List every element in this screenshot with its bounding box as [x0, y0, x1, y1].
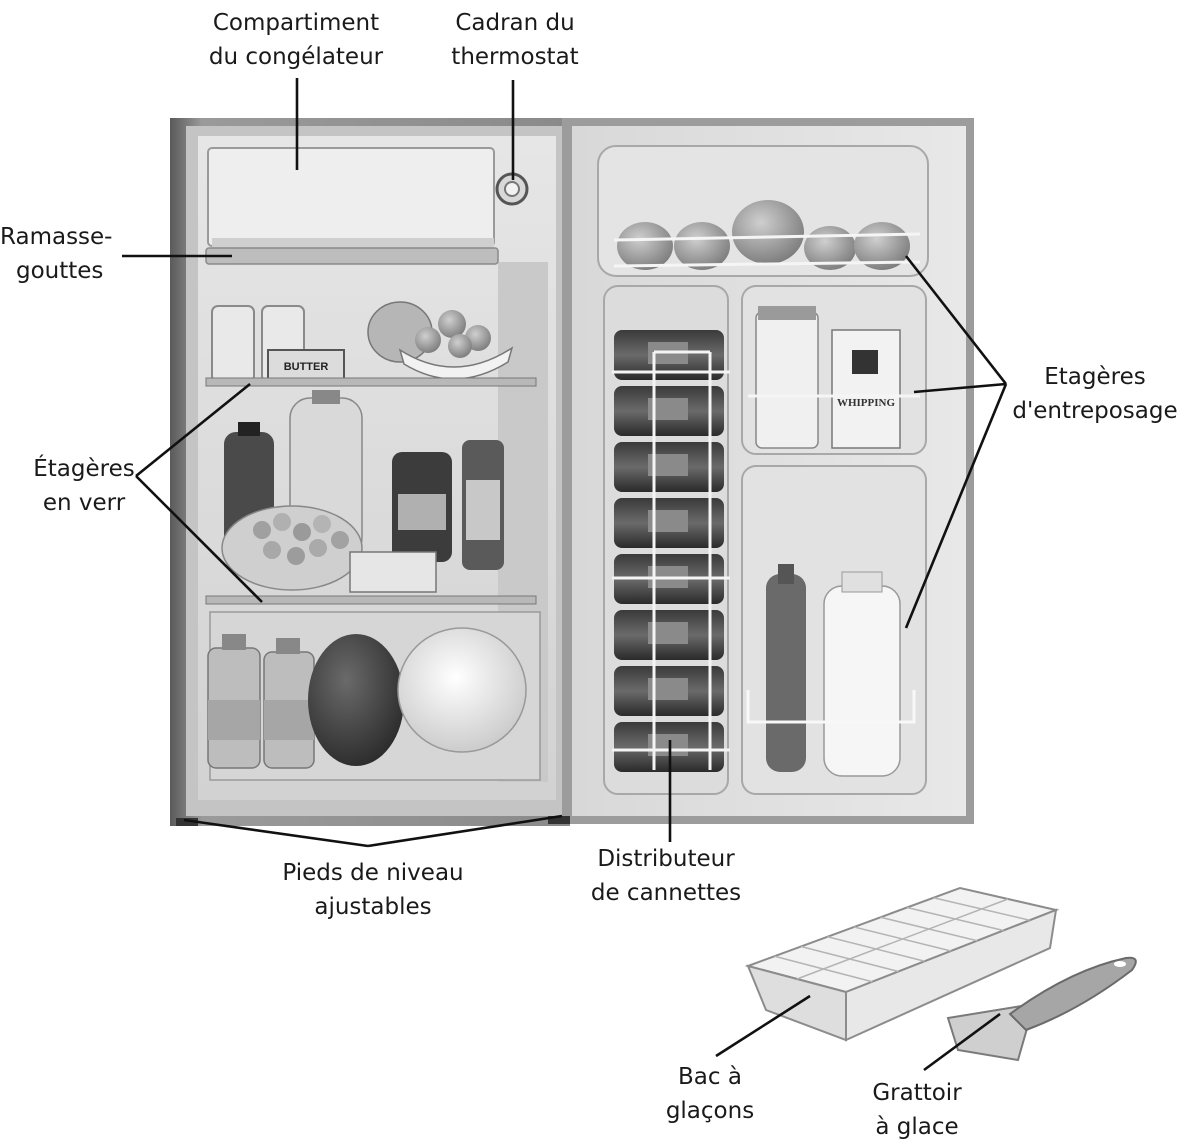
door-top-fruits: [613, 200, 921, 270]
label-can-dispenser: Distributeur de cannettes: [576, 842, 756, 910]
leader-storage-mid: [913, 382, 1007, 394]
label-freezer-line2: du congélateur: [208, 44, 384, 70]
label-storage-shelves-line1: Etagères: [1044, 364, 1146, 390]
soda-can-label: [648, 454, 688, 476]
label-storage-shelves-line2: d'entreposage: [1012, 398, 1178, 424]
label-freezer-line1: Compartiment: [212, 10, 380, 36]
label-ice-scraper-line2: à glace: [875, 1114, 959, 1140]
label-ice-tray-line2: glaçons: [665, 1098, 755, 1124]
soda-can-label: [648, 622, 688, 644]
door-storage-items: WHIPPING: [746, 306, 920, 777]
label-thermostat-line1: Cadran du: [455, 10, 575, 36]
label-drip-tray: Ramasse- gouttes: [0, 220, 126, 288]
cream-carton-label: WHIPPING: [837, 397, 896, 409]
leader-lines: [122, 78, 1008, 1072]
leader-foot-right: [367, 814, 563, 848]
leader-storage-low: [904, 383, 1008, 629]
label-can-dispenser-line1: Distributeur: [597, 846, 735, 872]
soda-can-label: [648, 678, 688, 700]
top-shelf-contents: BUTTER: [211, 301, 514, 383]
label-freezer-compartment: Compartiment du congélateur: [196, 6, 396, 74]
freezer-compartment: [207, 147, 495, 248]
label-thermostat-line2: thermostat: [451, 44, 579, 70]
label-ice-tray: Bac à glaçons: [650, 1060, 770, 1128]
glass-shelf-upper: [205, 377, 537, 387]
label-ice-tray-line1: Bac à: [678, 1064, 742, 1090]
leader-ice-scraper: [923, 1012, 1001, 1072]
thermostat-dial: [495, 172, 529, 206]
label-glass-shelves-line2: en verr: [42, 490, 126, 516]
leveling-foot-right: [548, 816, 570, 824]
label-can-dispenser-line2: de cannettes: [590, 880, 742, 906]
glass-shelf-lower: [205, 595, 537, 605]
label-storage-shelves: Etagères d'entreposage: [1004, 360, 1186, 428]
drip-tray: [205, 247, 499, 265]
label-ice-scraper-line1: Grattoir: [872, 1080, 962, 1106]
label-glass-shelves: Étagères en verr: [14, 452, 154, 520]
label-leveling-feet-line2: ajustables: [314, 894, 432, 920]
butter-label: BUTTER: [284, 361, 329, 373]
can-rack-wire: [612, 350, 730, 770]
ice-tray-center-divider: [796, 898, 1009, 980]
butter-box: [267, 349, 345, 381]
leader-glass-shelf-upper: [135, 382, 251, 478]
leader-foot-left: [183, 818, 369, 848]
leader-ice-tray: [715, 994, 811, 1058]
middle-shelf-contents: [221, 390, 504, 593]
leader-glass-shelf-lower: [135, 475, 263, 603]
soda-can-label: [648, 398, 688, 420]
label-leveling-feet: Pieds de niveau ajustables: [268, 856, 478, 924]
leveling-foot-left: [176, 818, 198, 826]
ice-cube-tray: [744, 886, 1060, 1042]
label-leveling-feet-line1: Pieds de niveau: [282, 860, 464, 886]
soda-can-label: [648, 510, 688, 532]
label-glass-shelves-line1: Étagères: [33, 456, 135, 482]
label-thermostat-dial: Cadran du thermostat: [430, 6, 600, 74]
label-drip-tray-line2: gouttes: [16, 258, 104, 284]
crisper-contents: [207, 611, 541, 781]
label-ice-scraper: Grattoir à glace: [852, 1076, 982, 1144]
ice-scraper: [946, 956, 1137, 1062]
leader-storage-top: [904, 255, 1008, 385]
label-drip-tray-line1: Ramasse-: [0, 224, 113, 250]
can-dispenser: [612, 330, 730, 772]
